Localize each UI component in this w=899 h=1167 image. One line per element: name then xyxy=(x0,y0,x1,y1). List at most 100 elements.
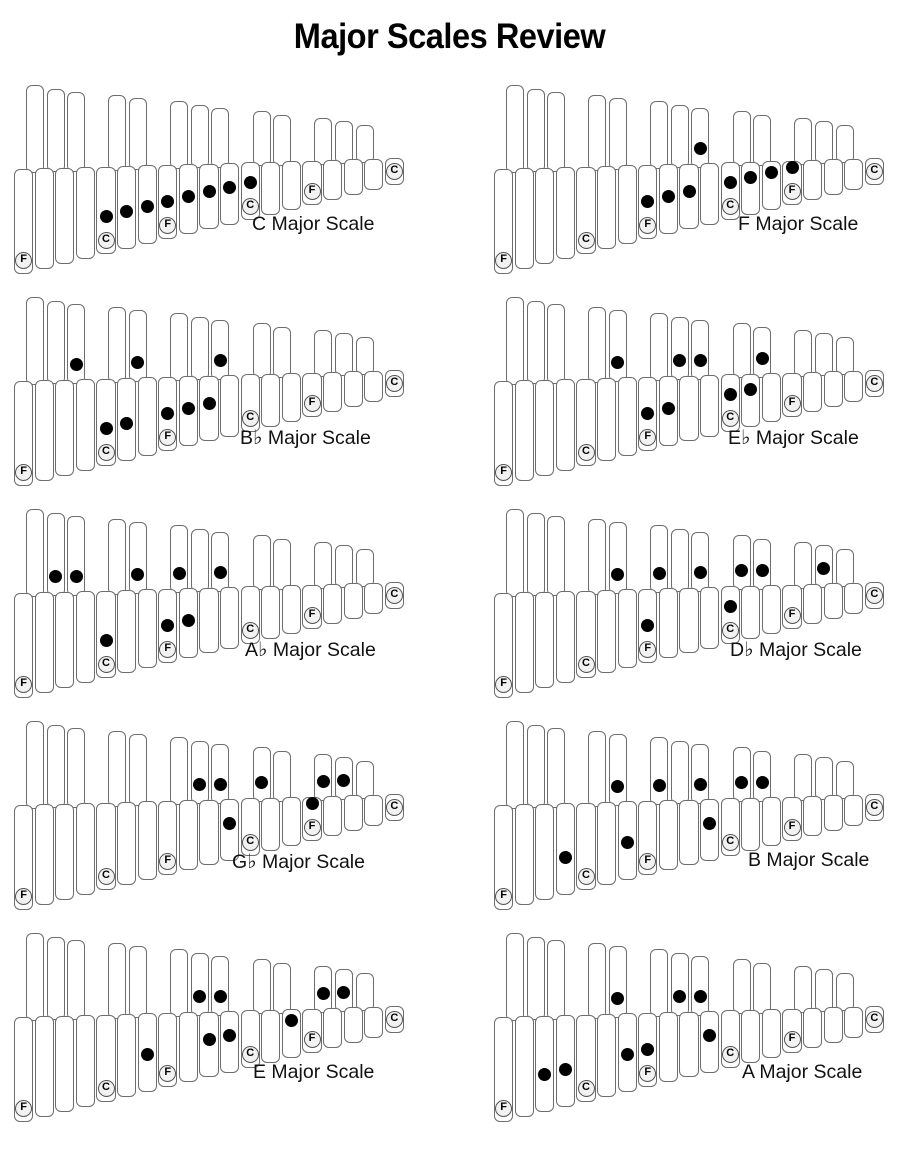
white-key[interactable] xyxy=(741,161,761,215)
black-key[interactable] xyxy=(46,936,65,1021)
black-key[interactable] xyxy=(25,933,44,1021)
black-key[interactable] xyxy=(650,313,669,381)
black-key[interactable] xyxy=(25,297,44,385)
white-key[interactable] xyxy=(75,1015,95,1108)
white-key[interactable] xyxy=(494,805,514,910)
white-key[interactable] xyxy=(679,1011,699,1078)
black-key[interactable] xyxy=(314,329,333,377)
black-key[interactable] xyxy=(211,532,230,592)
white-key[interactable] xyxy=(823,1007,843,1043)
black-key[interactable] xyxy=(835,972,854,1012)
black-key[interactable] xyxy=(355,336,374,376)
white-key[interactable] xyxy=(535,803,555,901)
black-key[interactable] xyxy=(650,737,669,805)
white-key[interactable] xyxy=(220,1011,240,1073)
black-key[interactable] xyxy=(355,760,374,800)
black-key[interactable] xyxy=(190,740,209,805)
black-key[interactable] xyxy=(753,114,772,166)
white-key[interactable] xyxy=(761,585,781,634)
white-key[interactable] xyxy=(514,592,534,694)
black-key[interactable] xyxy=(334,121,353,164)
black-key[interactable] xyxy=(588,306,607,383)
white-key[interactable] xyxy=(741,1009,761,1063)
black-key[interactable] xyxy=(128,310,147,382)
white-key[interactable] xyxy=(555,1015,575,1108)
white-key[interactable] xyxy=(823,583,843,619)
white-key[interactable] xyxy=(700,375,720,437)
white-key[interactable] xyxy=(364,582,384,614)
white-key[interactable] xyxy=(803,1008,823,1048)
black-key[interactable] xyxy=(794,329,813,377)
black-key[interactable] xyxy=(608,946,627,1018)
white-key[interactable] xyxy=(535,1015,555,1113)
white-key[interactable] xyxy=(14,381,34,486)
white-key[interactable] xyxy=(220,375,240,437)
white-key[interactable] xyxy=(679,587,699,654)
black-key[interactable] xyxy=(526,936,545,1021)
black-key[interactable] xyxy=(67,92,86,172)
black-key[interactable] xyxy=(526,724,545,809)
white-key[interactable] xyxy=(261,373,281,427)
white-key[interactable] xyxy=(700,163,720,225)
black-key[interactable] xyxy=(670,740,689,805)
white-key[interactable] xyxy=(679,375,699,442)
white-key[interactable] xyxy=(364,794,384,826)
white-key[interactable] xyxy=(658,588,678,659)
white-key[interactable] xyxy=(199,587,219,654)
black-key[interactable] xyxy=(814,121,833,164)
white-key[interactable] xyxy=(844,158,864,190)
white-key[interactable] xyxy=(494,169,514,274)
black-key[interactable] xyxy=(505,721,524,809)
white-key[interactable] xyxy=(514,804,534,906)
white-key[interactable] xyxy=(323,796,343,836)
white-key[interactable] xyxy=(555,379,575,472)
white-key[interactable] xyxy=(514,168,534,270)
white-key[interactable] xyxy=(741,373,761,427)
white-key[interactable] xyxy=(343,1007,363,1043)
black-key[interactable] xyxy=(670,952,689,1017)
white-key[interactable] xyxy=(617,165,637,245)
black-key[interactable] xyxy=(190,316,209,381)
white-key[interactable] xyxy=(803,584,823,624)
white-key[interactable] xyxy=(14,593,34,698)
white-key[interactable] xyxy=(34,592,54,694)
black-key[interactable] xyxy=(46,724,65,809)
white-key[interactable] xyxy=(323,372,343,412)
black-key[interactable] xyxy=(732,323,751,379)
white-key[interactable] xyxy=(364,158,384,190)
black-key[interactable] xyxy=(170,949,189,1017)
black-key[interactable] xyxy=(211,108,230,168)
black-key[interactable] xyxy=(691,532,710,592)
black-key[interactable] xyxy=(252,111,271,167)
white-key[interactable] xyxy=(55,591,75,689)
black-key[interactable] xyxy=(170,737,189,805)
black-key[interactable] xyxy=(252,959,271,1015)
white-key[interactable] xyxy=(761,373,781,422)
black-key[interactable] xyxy=(355,124,374,164)
black-key[interactable] xyxy=(355,972,374,1012)
black-key[interactable] xyxy=(170,313,189,381)
white-key[interactable] xyxy=(658,1012,678,1083)
black-key[interactable] xyxy=(505,297,524,385)
black-key[interactable] xyxy=(25,85,44,173)
white-key[interactable] xyxy=(535,591,555,689)
black-key[interactable] xyxy=(608,522,627,594)
white-key[interactable] xyxy=(137,589,157,669)
black-key[interactable] xyxy=(211,744,230,804)
black-key[interactable] xyxy=(170,101,189,169)
black-key[interactable] xyxy=(732,747,751,803)
black-key[interactable] xyxy=(814,969,833,1012)
white-key[interactable] xyxy=(14,1017,34,1122)
black-key[interactable] xyxy=(273,750,292,802)
white-key[interactable] xyxy=(117,802,137,886)
black-key[interactable] xyxy=(526,88,545,173)
white-key[interactable] xyxy=(823,371,843,407)
white-key[interactable] xyxy=(617,377,637,457)
black-key[interactable] xyxy=(67,728,86,808)
white-key[interactable] xyxy=(117,590,137,674)
white-key[interactable] xyxy=(137,377,157,457)
white-key[interactable] xyxy=(514,1016,534,1118)
black-key[interactable] xyxy=(252,323,271,379)
white-key[interactable] xyxy=(261,161,281,215)
white-key[interactable] xyxy=(281,797,301,846)
